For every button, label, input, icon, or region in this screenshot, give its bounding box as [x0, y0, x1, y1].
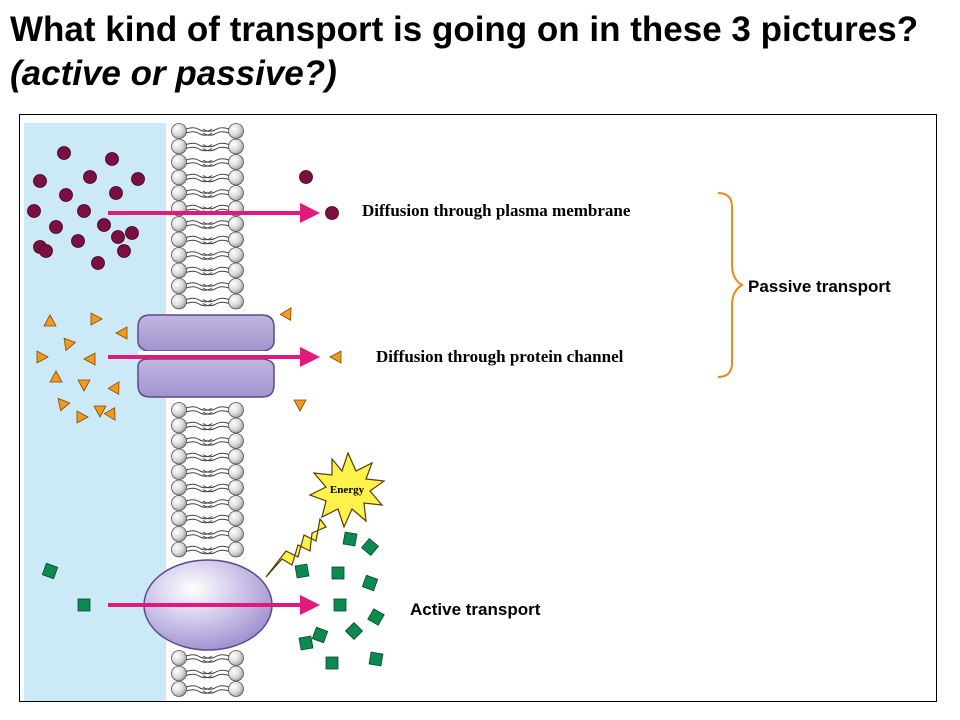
molecule — [39, 244, 53, 258]
molecule — [97, 218, 111, 232]
molecule — [105, 152, 119, 166]
molecule-particles — [27, 146, 339, 270]
solute — [333, 598, 347, 612]
arrow-channel-diffusion — [108, 347, 320, 367]
slide-title: What kind of transport is going on in th… — [10, 8, 950, 96]
label-diffusion-channel: Diffusion through protein channel — [376, 347, 624, 366]
ion — [279, 307, 292, 322]
ion — [76, 410, 89, 424]
ion — [49, 370, 63, 383]
title-emphasis: (active or passive?) — [10, 54, 337, 93]
energy-label: Energy — [330, 484, 365, 496]
ion — [115, 326, 128, 340]
molecule — [131, 172, 145, 186]
molecule — [57, 146, 71, 160]
passive-bracket — [717, 192, 744, 378]
solute — [77, 598, 91, 612]
molecule — [33, 174, 47, 188]
molecule — [91, 256, 105, 270]
molecule — [117, 244, 131, 258]
ion — [57, 397, 71, 412]
protein-channel — [137, 314, 275, 398]
molecule — [83, 170, 97, 184]
solute — [298, 635, 314, 651]
molecule — [299, 170, 313, 184]
solute — [360, 537, 380, 557]
ion — [77, 379, 91, 392]
ion — [293, 399, 307, 412]
molecule — [77, 204, 91, 218]
lightning-bolt-icon — [265, 517, 327, 578]
solute-particles — [41, 531, 385, 670]
ion — [63, 337, 77, 352]
molecule — [49, 220, 63, 234]
arrow-active-transport — [108, 595, 320, 615]
solute — [368, 651, 384, 667]
ion — [107, 381, 120, 396]
label-passive-transport: Passive transport — [748, 277, 891, 296]
ion — [36, 350, 49, 364]
arrow-membrane-diffusion — [108, 203, 320, 223]
solute — [367, 608, 385, 626]
ion — [90, 312, 103, 326]
molecule — [125, 226, 139, 240]
solute — [311, 626, 329, 644]
ion — [43, 314, 57, 327]
ion — [103, 406, 116, 421]
molecule — [111, 230, 125, 244]
energy-burst-icon — [308, 451, 386, 529]
transport-figure: Energy Diffusion through plasma membrane… — [19, 114, 937, 702]
membrane-diagram: Energy Diffusion through plasma membrane… — [24, 123, 891, 701]
ion — [329, 350, 342, 364]
molecule — [71, 234, 85, 248]
ion — [83, 352, 96, 366]
molecule — [59, 188, 73, 202]
solute — [294, 563, 310, 579]
solute — [342, 531, 358, 547]
molecule — [27, 204, 41, 218]
ion — [93, 405, 107, 418]
solute — [361, 574, 379, 592]
label-diffusion-membrane: Diffusion through plasma membrane — [362, 201, 631, 220]
ion-particles — [36, 307, 342, 424]
molecule — [325, 206, 339, 220]
title-question: What kind of transport is going on in th… — [10, 10, 919, 49]
solute — [331, 566, 345, 580]
label-active-transport: Active transport — [410, 600, 541, 619]
molecule — [109, 186, 123, 200]
solute — [344, 621, 364, 641]
solute — [41, 562, 59, 580]
lipid-bilayer — [171, 123, 244, 697]
solute — [325, 656, 339, 670]
